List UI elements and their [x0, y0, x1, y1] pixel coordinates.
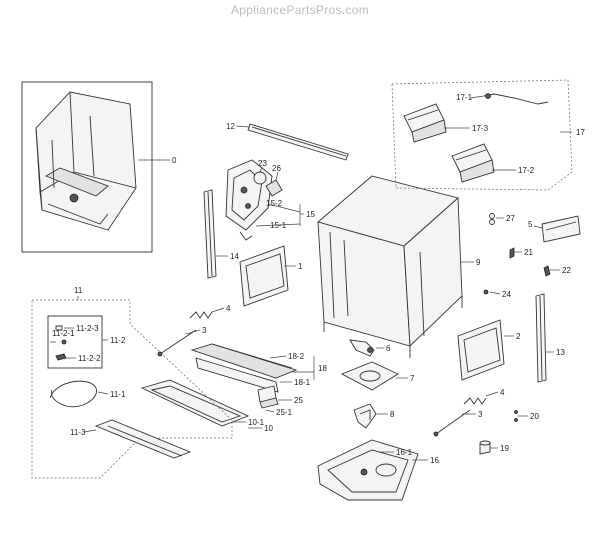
- part-17-1-wire: [483, 93, 549, 105]
- tub-assembly-box: 0: [21, 81, 177, 253]
- callout-20: 20: [530, 412, 539, 421]
- part-11-group: 11 11-2-3 11-2-1 11-2-2 11-2 11-1 11-3: [31, 286, 233, 479]
- callout-4a: 4: [226, 304, 231, 313]
- callout-11-2-3: 11-2-3: [76, 324, 99, 333]
- part-6-handle: 6: [349, 339, 391, 357]
- seal-ring-part: [253, 171, 267, 185]
- callout-24: 24: [502, 290, 511, 299]
- callout-9: 9: [476, 258, 481, 267]
- right-small-parts: 27 5 21 22 24: [483, 213, 581, 299]
- tub-assembly-part: [35, 91, 137, 231]
- part-18-panel: 18-2 18 18-1: [190, 343, 327, 393]
- part-24: [483, 289, 489, 295]
- callout-2: 2: [516, 332, 521, 341]
- top-rail-part: 12: [226, 122, 349, 161]
- callout-0: 0: [172, 156, 177, 165]
- left-panel-part: 1: [239, 245, 303, 307]
- callout-14: 14: [230, 252, 239, 261]
- callout-3b: 3: [478, 410, 483, 419]
- callout-25: 25: [294, 396, 303, 405]
- part-16-base: 16-1 16: [317, 439, 439, 501]
- part-20: [514, 410, 518, 414]
- left-spring-part: 4 3: [157, 304, 231, 357]
- callout-3a: 3: [202, 326, 207, 335]
- callout-27: 27: [506, 214, 515, 223]
- part-20-19: 20 19: [479, 410, 539, 455]
- callout-18-1: 18-1: [294, 378, 311, 387]
- right-side-strip-part: 13: [535, 293, 565, 383]
- callout-25-1: 25-1: [276, 408, 293, 417]
- part-21: [509, 247, 515, 259]
- part-10-trim: 10-1 10: [140, 379, 273, 433]
- callout-11: 11: [74, 286, 83, 295]
- callout-6: 6: [386, 344, 391, 353]
- callout-17: 17: [576, 128, 585, 137]
- callout-5: 5: [528, 220, 533, 229]
- callout-11-2-2: 11-2-2: [78, 354, 101, 363]
- callout-4b: 4: [500, 388, 505, 397]
- tub-assembly-frame: [21, 81, 153, 253]
- part-22: [543, 265, 551, 277]
- part-11-2-subframe: [47, 315, 103, 369]
- callout-15: 15: [306, 210, 315, 219]
- part-17-2-bracket: [451, 143, 495, 183]
- part-17-group: 17-1 17-3 17-2 17: [391, 79, 585, 191]
- control-bracket-part: 23 26 15-2 15-1 15: [225, 159, 315, 241]
- part-25: 25 25-1: [257, 385, 303, 417]
- part-7-plate: 7: [340, 361, 415, 391]
- callout-17-2: 17-2: [518, 166, 535, 175]
- callout-18-2: 18-2: [288, 352, 305, 361]
- part-8-bracket: 8: [353, 403, 395, 429]
- part-5-trim: [541, 215, 581, 243]
- part-11-1-hose: [49, 380, 97, 408]
- part-27: [489, 213, 495, 219]
- callout-10-1: 10-1: [248, 418, 265, 427]
- callout-17-3: 17-3: [472, 124, 489, 133]
- callout-17-1: 17-1: [456, 93, 473, 102]
- cabinet-wrap-part: 9: [317, 175, 481, 358]
- callout-15-1: 15-1: [270, 221, 287, 230]
- callout-18: 18: [318, 364, 327, 373]
- callout-10: 10: [264, 424, 273, 433]
- part-11-3-rail: [94, 419, 192, 459]
- right-panel-part: 2: [457, 319, 521, 381]
- callout-23: 23: [258, 159, 267, 168]
- watermark: AppliancePartsPros.com: [231, 3, 369, 17]
- callout-1: 1: [298, 262, 303, 271]
- part-17-3-bracket: [403, 103, 447, 143]
- callout-22: 22: [562, 266, 571, 275]
- callout-16-1: 16-1: [396, 448, 413, 457]
- callout-16: 16: [430, 456, 439, 465]
- callout-12: 12: [226, 122, 235, 131]
- grommet-part: [265, 179, 283, 197]
- callout-26: 26: [272, 164, 281, 173]
- callout-11-3: 11-3: [70, 428, 86, 437]
- callout-11-2-1: 11-2-1: [52, 329, 75, 338]
- callout-15-2: 15-2: [266, 199, 283, 208]
- right-spring-part: 4 3: [433, 388, 505, 437]
- part-11-dashed-frame: [31, 299, 233, 479]
- callout-21: 21: [524, 248, 533, 257]
- callout-7: 7: [410, 374, 415, 383]
- callout-8: 8: [390, 410, 395, 419]
- callout-11-2: 11-2: [110, 336, 126, 345]
- callout-19: 19: [500, 444, 509, 453]
- left-side-strip-part: 14: [203, 189, 239, 279]
- callout-13: 13: [556, 348, 565, 357]
- callout-11-1: 11-1: [110, 390, 126, 399]
